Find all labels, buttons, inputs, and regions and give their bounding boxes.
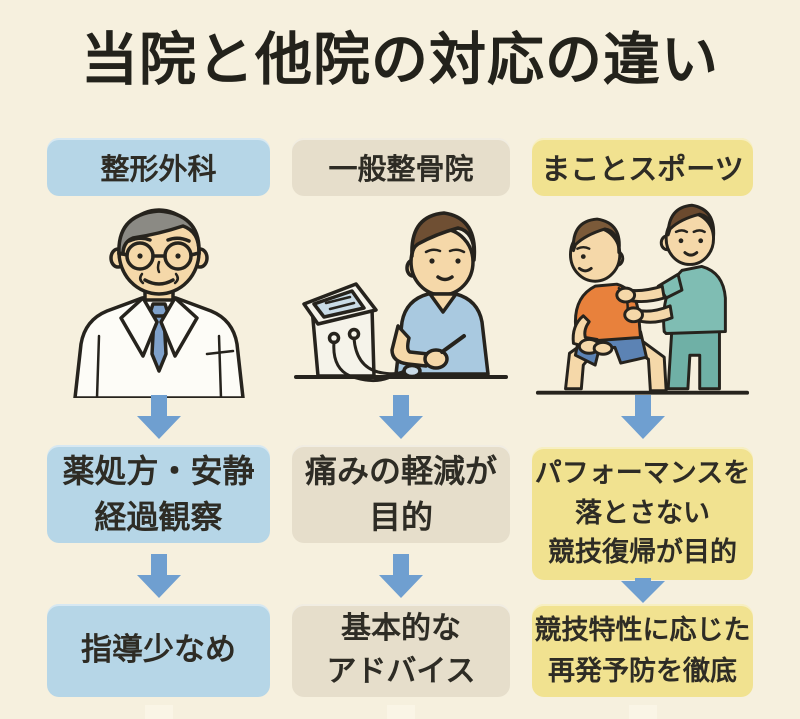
- down-arrow-icon: [379, 395, 423, 439]
- mid-label: パフォーマンスを 落とさない 競技復帰が目的: [534, 457, 751, 568]
- bottom-label: 競技特性に応じた 再発予防を徹底: [534, 615, 751, 686]
- column-orthopedics: 整形外科: [47, 138, 270, 719]
- bottom-box-orthopedics: 指導少なめ: [47, 604, 270, 697]
- down-arrow-icon: [136, 554, 181, 598]
- mid-box-orthopedics: 薬処方・安静 経過観察: [47, 445, 270, 543]
- trainer-athlete-illustration: [532, 198, 753, 398]
- electrotherapy-illustration: [292, 198, 510, 398]
- mid-label: 薬処方・安静 経過観察: [62, 452, 255, 535]
- header-label: 一般整骨院: [328, 154, 474, 186]
- bottom-label: 基本的な アドバイス: [326, 611, 476, 688]
- down-arrow-icon: [620, 395, 665, 439]
- column-makoto-sports: まことスポーツ: [532, 138, 753, 719]
- down-arrow-icon: [136, 395, 181, 439]
- page-title: 当院と他院の対応の違い: [81, 28, 719, 92]
- header-box-makoto: まことスポーツ: [532, 138, 753, 196]
- header-label: まことスポーツ: [541, 154, 744, 186]
- mid-label: 痛みの軽減が 目的: [304, 452, 497, 535]
- header-label: 整形外科: [100, 154, 217, 186]
- mid-box-osteopathic: 痛みの軽減が 目的: [292, 445, 510, 543]
- mid-box-makoto: パフォーマンスを 落とさない 競技復帰が目的: [532, 447, 753, 580]
- header-box-orthopedics: 整形外科: [47, 138, 270, 196]
- bottom-label: 指導少なめ: [81, 632, 236, 668]
- down-arrow-icon: [379, 554, 423, 598]
- cutoff-arrow-stub: [144, 705, 173, 719]
- cutoff-arrow-stub: [387, 705, 415, 719]
- header-box-osteopathic: 一般整骨院: [292, 138, 510, 196]
- column-osteopathic-clinic: 一般整骨院: [292, 138, 510, 719]
- doctor-illustration: [47, 198, 270, 398]
- cutoff-arrow-stub: [628, 705, 657, 719]
- down-arrow-icon: [620, 578, 665, 603]
- bottom-box-osteopathic: 基本的な アドバイス: [292, 604, 510, 697]
- bottom-box-makoto: 競技特性に応じた 再発予防を徹底: [532, 604, 753, 697]
